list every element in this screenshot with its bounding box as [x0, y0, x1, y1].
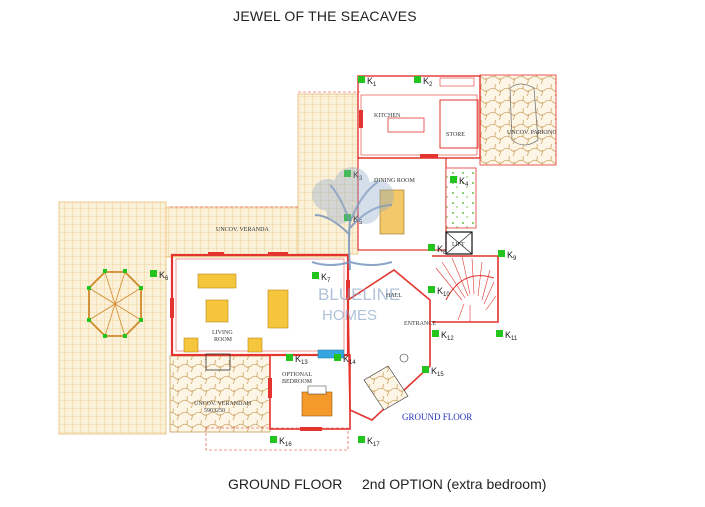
k-marker-square [450, 176, 457, 183]
k-marker-square [150, 270, 157, 277]
k-marker-square [270, 436, 277, 443]
k-marker-square [344, 170, 351, 177]
k-marker-square [428, 286, 435, 293]
k-marker-square [312, 272, 319, 279]
watermark-line1: BLUELINE [318, 285, 400, 304]
caption-second-option: 2nd OPTION (extra bedroom) [362, 476, 547, 492]
k-marker-label: K15 [431, 366, 444, 378]
parking-area [479, 74, 557, 166]
label-veranda-size: 5903250 [204, 408, 225, 414]
k-marker-square [498, 250, 505, 257]
k-marker-square [422, 366, 429, 373]
label-hall: HALL [386, 293, 402, 299]
k-marker-label: K4 [459, 176, 469, 188]
k-marker-square [358, 436, 365, 443]
label-uncov-parking: UNCOV. PARKING [507, 130, 557, 136]
k-marker-square [432, 330, 439, 337]
label-dining-room: DINING ROOM [374, 178, 415, 184]
plan-title: JEWEL OF THE SEACAVES [233, 8, 417, 24]
left-veranda-terrace [58, 201, 167, 435]
k-marker-label: K12 [441, 330, 454, 342]
gazebo [87, 269, 143, 338]
k-marker-label: K8 [437, 244, 447, 256]
bottom-veranda-terrace [169, 355, 271, 433]
k-marker-square [358, 76, 365, 83]
k-marker-label: K2 [423, 76, 433, 88]
label-lift: LIFT [452, 242, 465, 248]
furniture [183, 77, 539, 417]
k-marker-label: K7 [321, 272, 331, 284]
k-marker-label: K6 [159, 270, 169, 282]
k-marker-label: K17 [367, 436, 380, 448]
caption-ground-floor: GROUND FLOOR [228, 476, 343, 492]
label-living-1: LIVING [212, 330, 233, 336]
k-marker-square [334, 354, 341, 361]
k-marker-label: K3 [353, 170, 363, 182]
label-store: STORE [446, 132, 465, 138]
label-living-2: ROOM [214, 337, 233, 343]
k-marker-label: K16 [279, 436, 292, 448]
label-uncov-verandah: UNCOV. VERANDAH [194, 401, 252, 407]
k-marker-label: K1 [367, 76, 377, 88]
tree-canopy [312, 167, 394, 224]
label-uncov-veranda-top: UNCOV. VERANDA [216, 227, 269, 233]
spiral-staircase [435, 255, 497, 322]
k-marker-square [414, 76, 421, 83]
k-marker-label: K10 [437, 286, 450, 298]
k-marker-square [496, 330, 503, 337]
k-marker-square [286, 354, 293, 361]
label-optional: OPTIONAL [282, 372, 312, 378]
tree-logo-icon [311, 181, 393, 271]
label-kitchen: KITCHEN [374, 113, 401, 119]
k-marker-square [428, 244, 435, 251]
k-marker-label: K11 [505, 330, 518, 342]
blueline-watermark: BLUELINE HOMES [311, 167, 400, 324]
watermark-line2: HOMES [322, 307, 377, 324]
k-marker-label: K9 [507, 250, 517, 262]
label-bedroom: BEDROOM [282, 379, 313, 385]
windows [170, 110, 438, 431]
label-ground-floor-plan: GROUND FLOOR [402, 412, 472, 422]
label-entrance: ENTRANCE [404, 321, 436, 327]
